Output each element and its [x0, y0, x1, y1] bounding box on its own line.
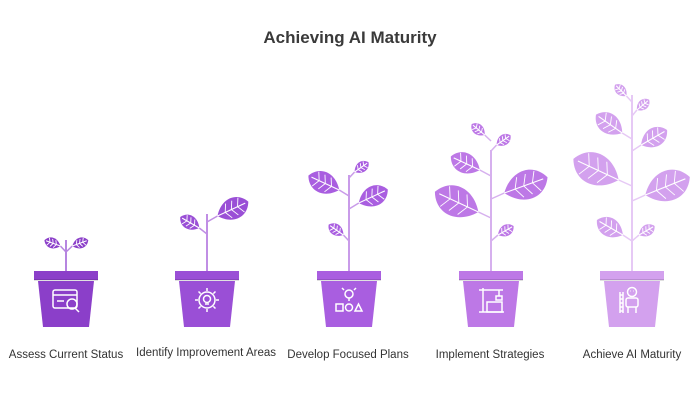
- leaf: [636, 98, 650, 111]
- flower-pot: [34, 271, 98, 327]
- stage-3: [308, 160, 388, 327]
- leaf: [614, 84, 627, 97]
- leaf: [44, 237, 61, 249]
- leaf: [573, 152, 619, 186]
- leaf: [450, 152, 481, 174]
- leaf: [645, 169, 690, 202]
- leaf: [596, 216, 624, 238]
- diagram-title: Achieving AI Maturity: [263, 28, 437, 47]
- browser-search-icon: [52, 289, 80, 313]
- leaf: [638, 224, 655, 237]
- stage-label-1: Assess Current Status: [8, 349, 124, 361]
- stage-label-5: Achieve AI Maturity: [582, 349, 682, 361]
- stage-label-4: Implement Strategies: [435, 349, 545, 361]
- leaf: [328, 223, 344, 236]
- leaf: [496, 133, 511, 146]
- leaf: [640, 126, 668, 148]
- robot-ladder-icon: [619, 286, 639, 313]
- leaf: [354, 160, 369, 173]
- crane-building-icon: [479, 288, 504, 313]
- leaf: [180, 214, 200, 230]
- stage-label-3: Develop Focused Plans: [287, 349, 409, 361]
- leaf: [434, 185, 479, 218]
- leaf: [595, 112, 623, 135]
- flower-pot: [600, 271, 664, 327]
- leaf: [497, 224, 514, 237]
- bulb-shapes-icon: [335, 287, 364, 312]
- leaf: [217, 197, 249, 220]
- flower-pot: [175, 271, 239, 327]
- gear-bulb-icon: [195, 288, 219, 312]
- stage-label-2: Identify Improvement Areas: [136, 347, 276, 359]
- flower-pot: [459, 271, 523, 327]
- leaf: [72, 237, 89, 249]
- leaf: [308, 171, 340, 194]
- stage-2: [175, 197, 249, 327]
- leaf: [358, 185, 388, 207]
- stage-5: [573, 84, 690, 327]
- stage-1: [34, 237, 98, 327]
- leaf: [504, 169, 548, 200]
- leaf: [471, 123, 486, 136]
- stage-4: [434, 123, 548, 327]
